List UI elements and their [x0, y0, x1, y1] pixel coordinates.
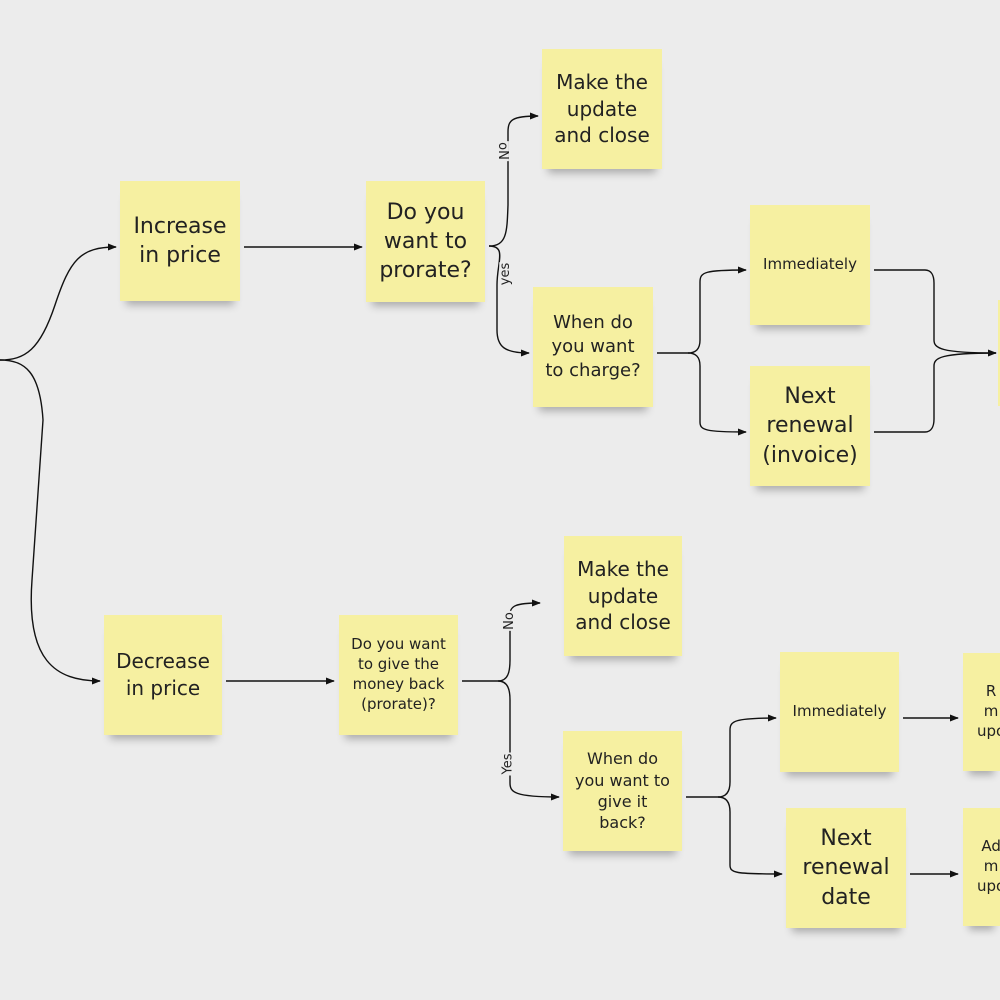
edge-renewal-merge	[874, 352, 997, 433]
note-next-renewal-date[interactable]: Next renewal date	[786, 808, 906, 928]
edge-charge-split	[657, 266, 747, 354]
edge-label-no-top: oN	[494, 141, 510, 161]
edge-moneyback-yes	[497, 680, 560, 801]
note-make-update-close-top[interactable]: Make the update and close	[542, 49, 662, 169]
note-immediately-top[interactable]: Immediately	[750, 205, 870, 325]
edge-label-no-bottom: No	[501, 611, 517, 631]
note-immediately-bottom[interactable]: Immediately	[780, 652, 899, 772]
note-next-renewal-invoice[interactable]: Next renewal (invoice)	[750, 366, 870, 486]
note-make-update-close-bottom[interactable]: Make the update and close	[564, 536, 682, 656]
edge-charge-renewal	[687, 352, 747, 436]
note-partial-right-b[interactable]: Ad m upo	[963, 808, 1000, 926]
edge-giveback-renewal	[717, 796, 783, 878]
edge-root-to-increase	[0, 243, 117, 361]
edge-root-to-decrease	[0, 359, 101, 685]
edge-moneyback-no	[462, 599, 541, 682]
edge-label-yes-top: yes	[498, 261, 514, 287]
note-increase-in-price[interactable]: Increase in price	[120, 181, 240, 301]
note-prorate-question[interactable]: Do you want to prorate?	[366, 181, 485, 302]
note-when-give-back[interactable]: When do you want to give it back?	[563, 731, 682, 851]
note-when-charge[interactable]: When do you want to charge?	[533, 287, 653, 407]
edge-label-yes-bottom: Yes	[500, 752, 516, 776]
edge-immediately-merge	[874, 269, 997, 357]
edge-prorate-yes	[488, 245, 530, 357]
note-decrease-in-price[interactable]: Decrease in price	[104, 615, 222, 735]
edge-giveback-split	[686, 714, 777, 798]
note-partial-right-a[interactable]: R m upo	[963, 653, 1000, 771]
edge-prorate-no	[488, 112, 539, 247]
note-partial-right-top[interactable]	[998, 300, 1000, 406]
note-money-back-question[interactable]: Do you want to give the money back (pror…	[339, 615, 458, 735]
